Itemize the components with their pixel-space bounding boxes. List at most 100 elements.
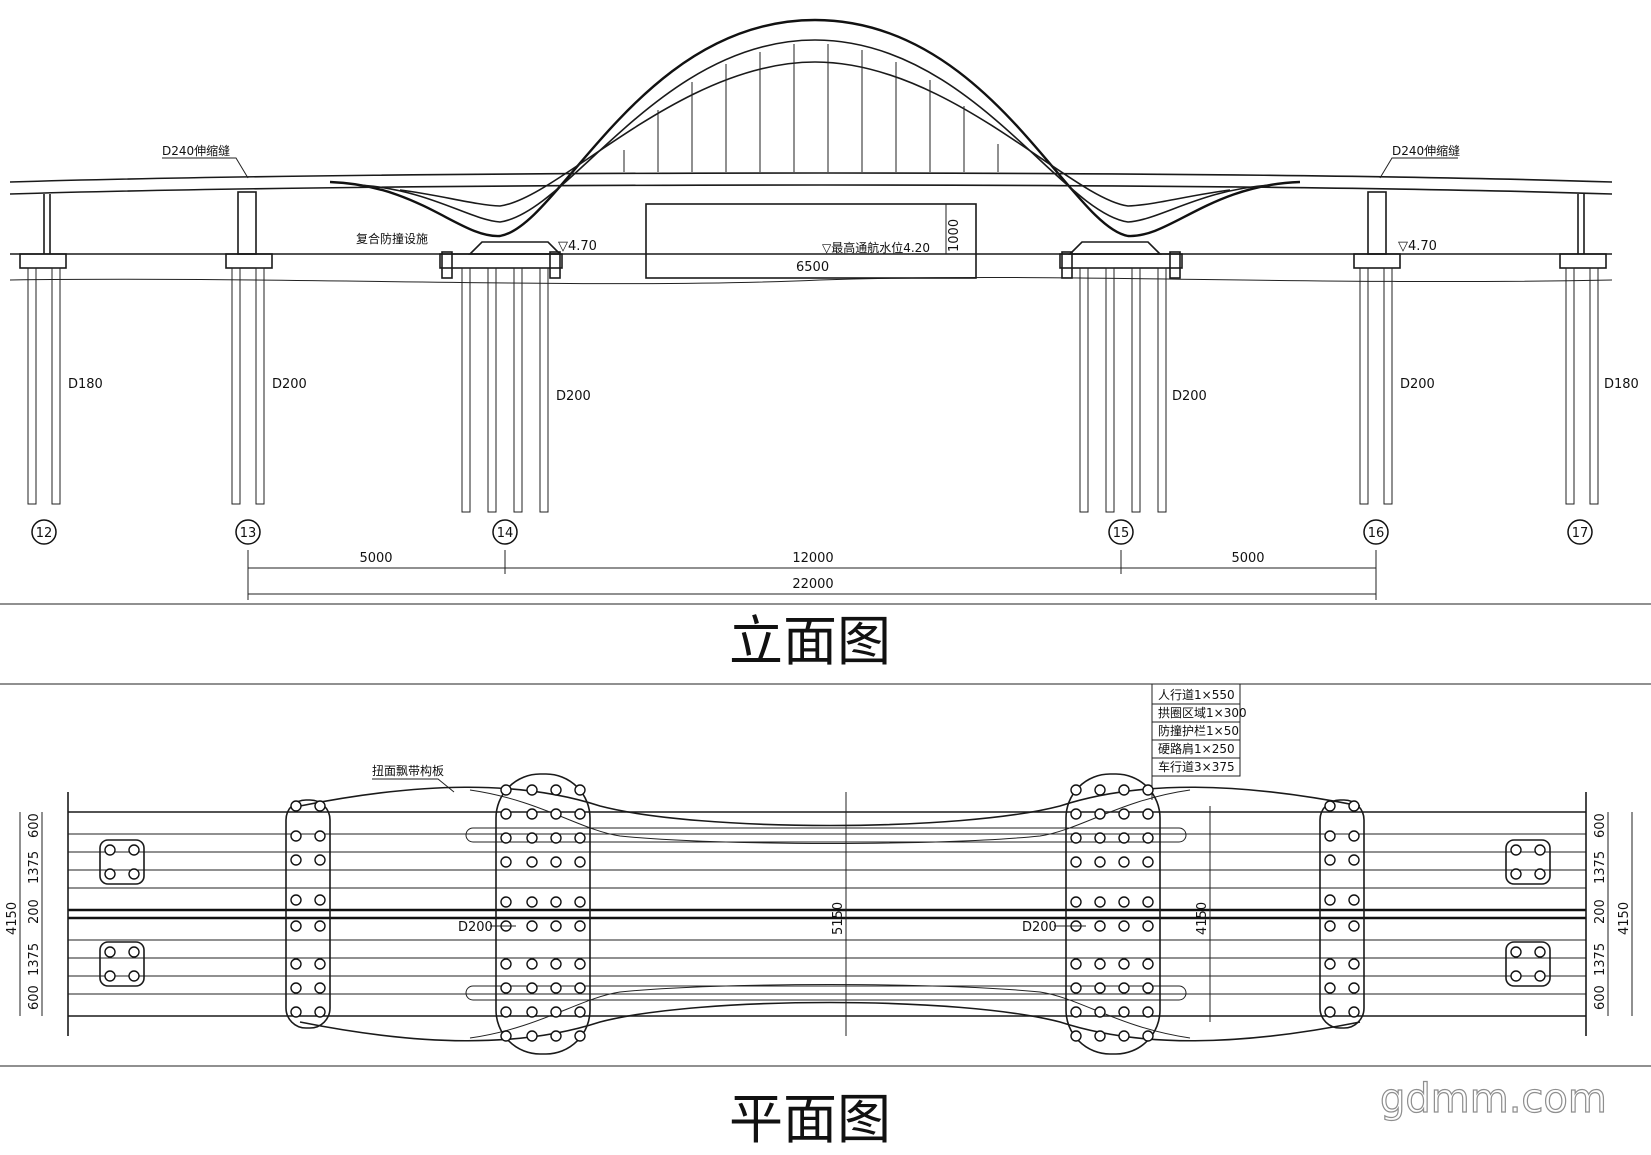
pile-circle [290, 958, 302, 970]
lane-item-shoulder: 硬路肩1×250 [1158, 741, 1235, 756]
pile-circle [526, 958, 538, 970]
pile-circle [314, 920, 326, 932]
pile-circle [550, 1006, 562, 1018]
pile-circle [1118, 856, 1130, 868]
pile-circle [1118, 896, 1130, 908]
center-width-dimension: 5150 [831, 902, 846, 935]
pile-circle [574, 1030, 586, 1042]
right-total-width: 4150 [1617, 902, 1632, 935]
plan-view: 人行道1×550 拱圈区域1×300 防撞护栏1×50 硬路肩1×250 车行道… [5, 683, 1633, 1055]
pile-circle [1324, 920, 1336, 932]
pile-circle [500, 856, 512, 868]
right-dim-median: 200 [1593, 899, 1608, 924]
pile-circle [1118, 1030, 1130, 1042]
pile-circle [550, 1030, 562, 1042]
pile-circle [500, 832, 512, 844]
pile-circle [1070, 1030, 1082, 1042]
pile-circle [314, 854, 326, 866]
pile-circle [500, 808, 512, 820]
pile-circle [1118, 1006, 1130, 1018]
pile-circle [550, 958, 562, 970]
lane-item-sidewalk: 人行道1×550 [1158, 688, 1235, 702]
pile-circle [1324, 958, 1336, 970]
collision-facility-label: 复合防撞设施 [356, 231, 428, 246]
pile-circle [1118, 958, 1130, 970]
pile-circle [1070, 982, 1082, 994]
pile-circle [1348, 830, 1360, 842]
pile-circle [1510, 844, 1522, 856]
pile-circle [1142, 1030, 1154, 1042]
pile-circle [1094, 784, 1106, 796]
plan-title: 平面图 [729, 1088, 891, 1151]
pile-circle [1348, 982, 1360, 994]
pier-marker-16 [1363, 519, 1389, 545]
pile-circle [1118, 832, 1130, 844]
pile-circle [550, 784, 562, 796]
arch-width-dimension: 4150 [1195, 902, 1210, 935]
pile-circle [526, 982, 538, 994]
pile-circle [1094, 808, 1106, 820]
pile-circle [1324, 830, 1336, 842]
pile-circle [1324, 894, 1336, 906]
pier-marker-15 [1108, 519, 1134, 545]
span-total-dimension: 22000 [792, 577, 833, 592]
pier-marker-17 [1567, 519, 1593, 545]
pier-number-15: 15 [1113, 526, 1130, 541]
pile-circle [1534, 868, 1546, 880]
pile-circle [1070, 808, 1082, 820]
pile-circle [550, 808, 562, 820]
pile-circle [128, 946, 140, 958]
pile-circle [1142, 832, 1154, 844]
pile-circle [314, 894, 326, 906]
left-dim-bottom: 600 [27, 985, 42, 1010]
pile-circle [1534, 946, 1546, 958]
deck-ribbon-label: 扭面飘带构板 [372, 763, 444, 778]
pier-marker-14 [492, 519, 518, 545]
pile-circle [1142, 920, 1154, 932]
expansion-joint-right-label: D240伸缩缝 [1392, 143, 1460, 158]
pier-number-12: 12 [36, 526, 53, 541]
pile-circle [128, 868, 140, 880]
water-level-label: ▽最高通航水位4.20 [822, 240, 930, 255]
pile-circle [1142, 958, 1154, 970]
pile-circle [1510, 970, 1522, 982]
pile-circle [550, 982, 562, 994]
pier-number-13: 13 [240, 526, 257, 541]
pile-circle [1348, 920, 1360, 932]
pile-circle [526, 1006, 538, 1018]
pile-diameter-15: D200 [1172, 389, 1207, 404]
pile-circle [1534, 970, 1546, 982]
pile-circle [1118, 982, 1130, 994]
pile-circle [500, 1030, 512, 1042]
pile-circle [1094, 958, 1106, 970]
pile-circle [526, 808, 538, 820]
plan-pile-label-right: D200 [1022, 920, 1057, 935]
elevation-view: 1000 6500 ▽最高通航水位4.20 D180 D200 D200 复合防… [9, 18, 1639, 600]
pile-circle [1142, 808, 1154, 820]
left-dim-upper: 1375 [27, 851, 42, 884]
pile-circle [500, 958, 512, 970]
pile-positions [104, 784, 1546, 1042]
watermark: gdmm.com [1380, 1076, 1607, 1122]
left-dim-lower: 1375 [27, 943, 42, 976]
pile-circle [500, 982, 512, 994]
left-total-width: 4150 [5, 902, 20, 935]
pile-circle [550, 832, 562, 844]
pier-marker-12 [31, 519, 57, 545]
pile-circle [1142, 1006, 1154, 1018]
lane-item-arch-zone: 拱圈区域1×300 [1158, 706, 1247, 720]
pile-circle [1070, 958, 1082, 970]
pile-diameter-13: D200 [272, 377, 307, 392]
pier-16: D200 ▽4.70 [1353, 191, 1437, 505]
pile-circle [128, 970, 140, 982]
pile-circle [526, 920, 538, 932]
pile-circle [1094, 856, 1106, 868]
pile-circle [314, 982, 326, 994]
span-right-dimension: 5000 [1231, 551, 1264, 566]
pier-15: D200 [1059, 241, 1207, 513]
arch-rib [329, 18, 1301, 238]
width-dimensions-left: 4150 600 1375 200 1375 600 [5, 812, 43, 1016]
pile-circle [550, 856, 562, 868]
pile-circle [290, 1006, 302, 1018]
